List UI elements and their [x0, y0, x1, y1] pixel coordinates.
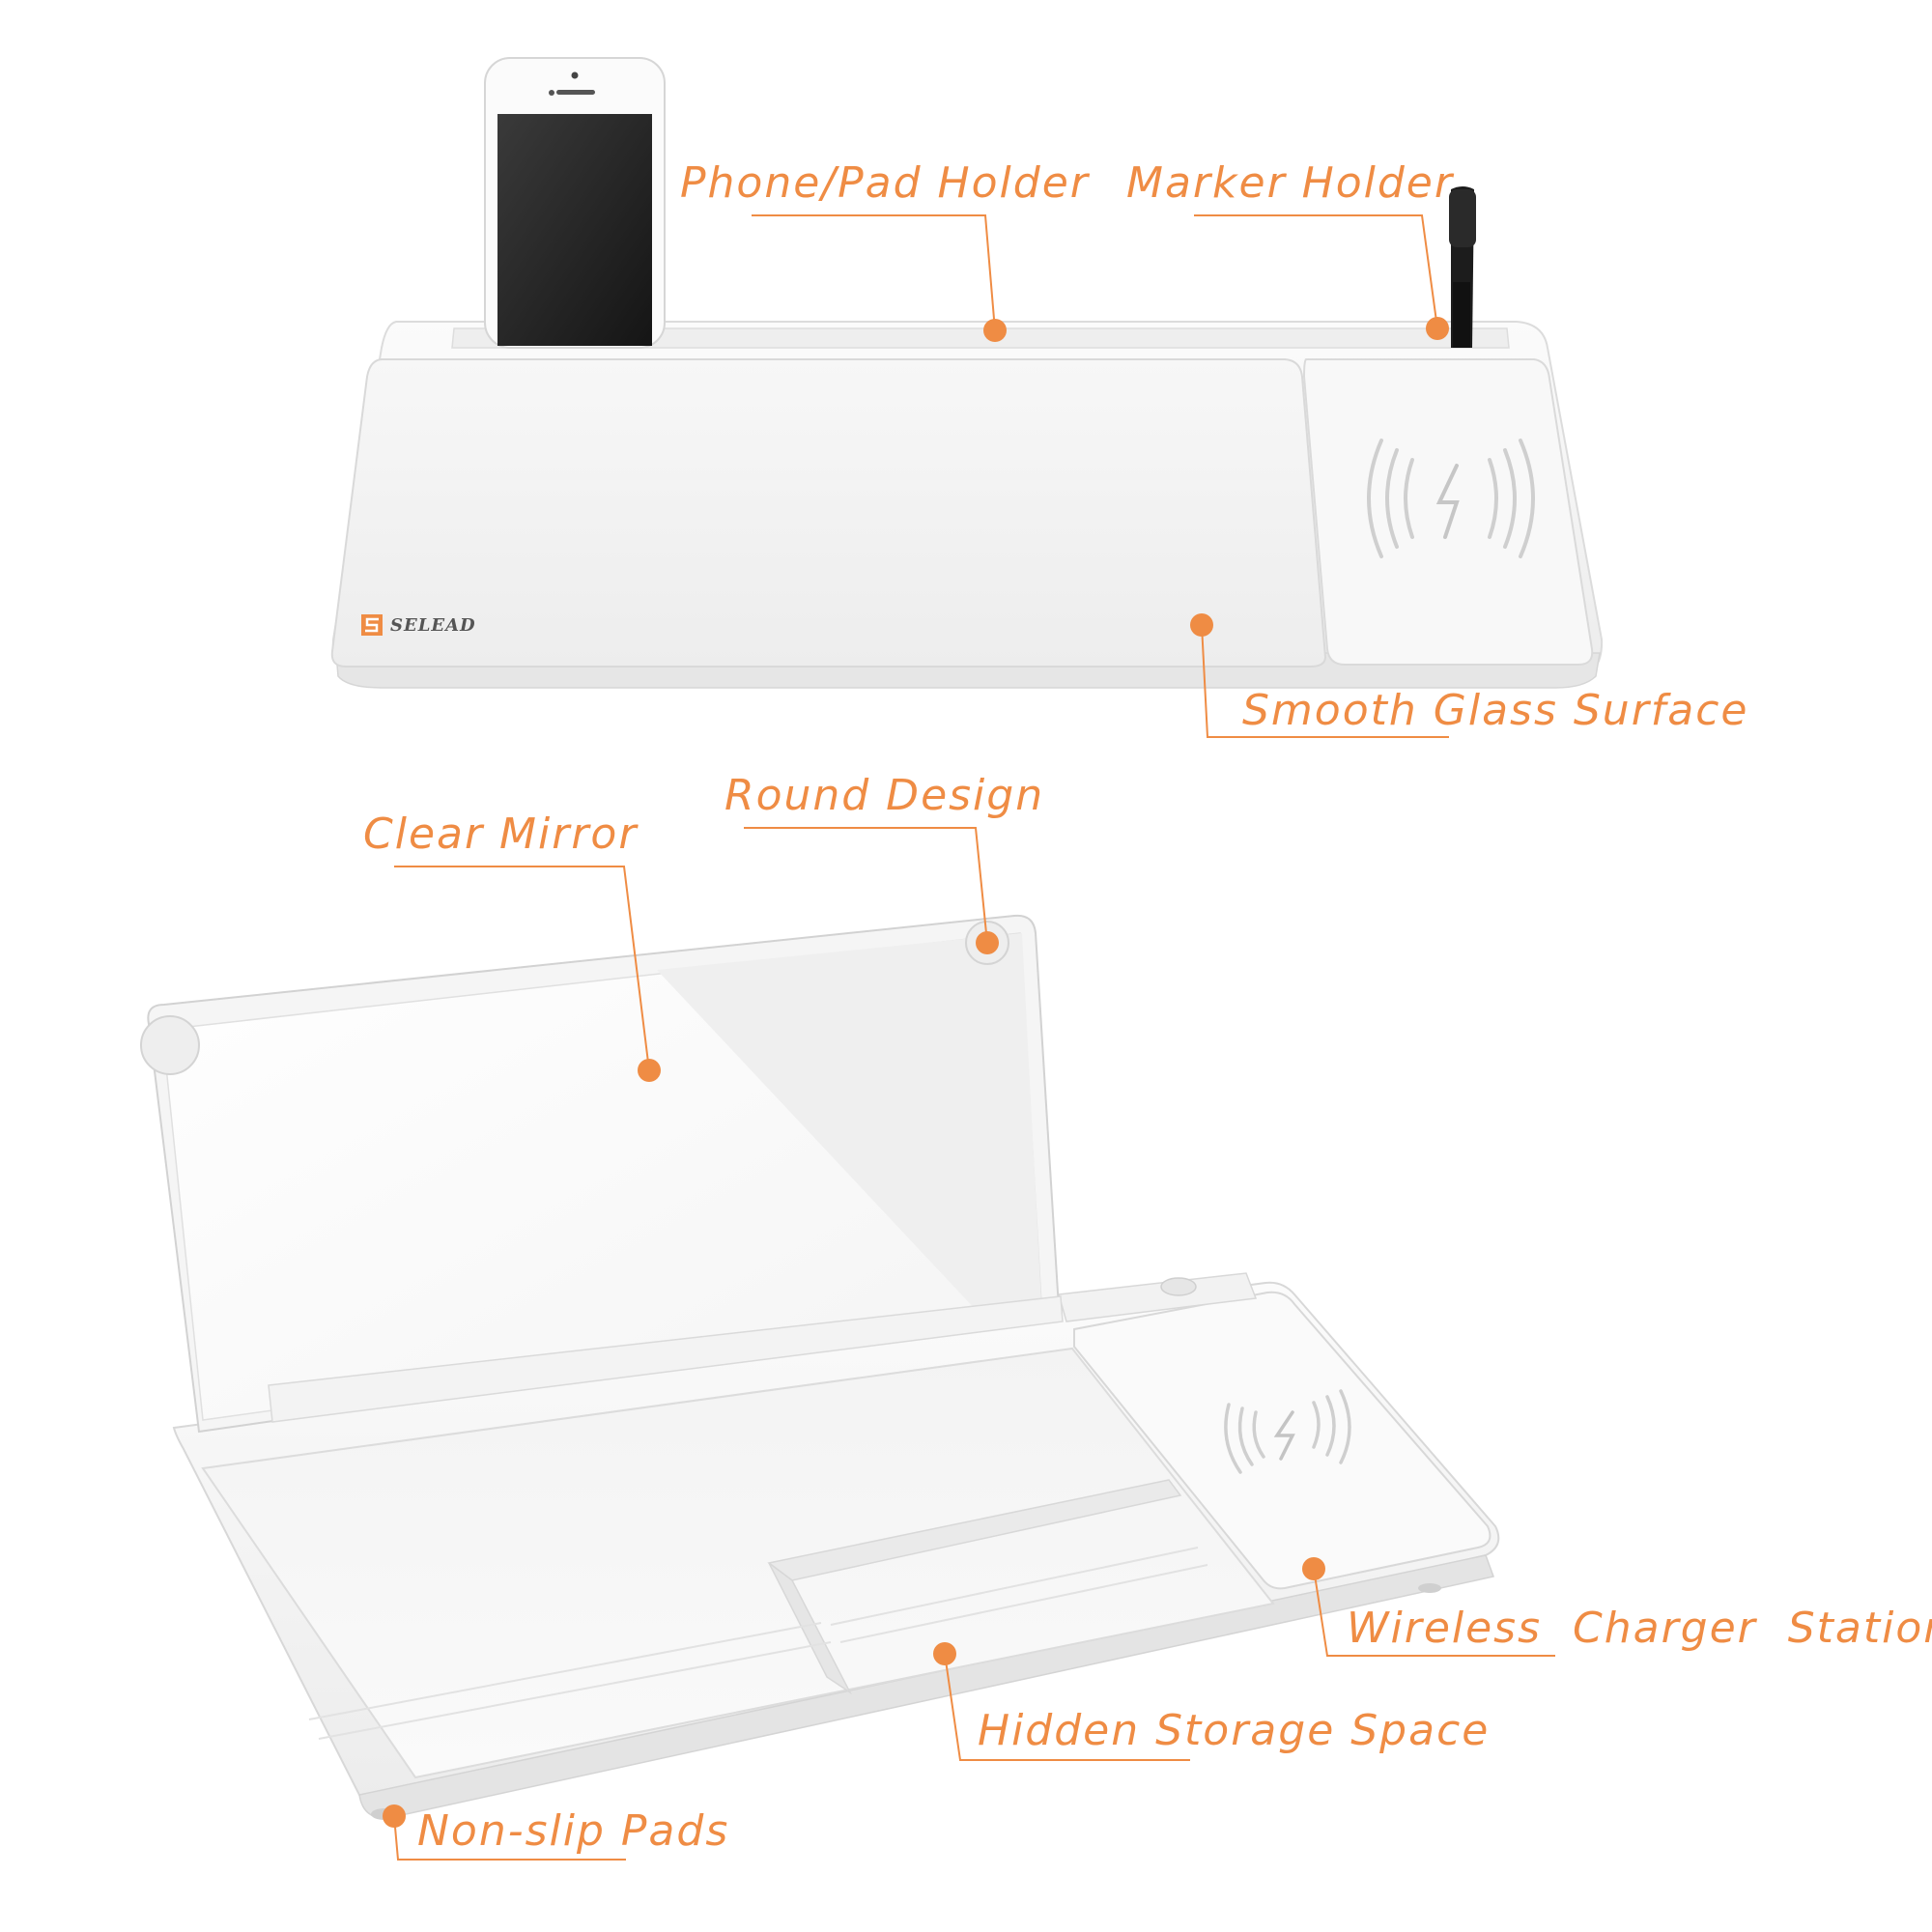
storage-ribs [308, 1547, 1208, 1740]
callout-dot-clear-mirror [638, 1059, 661, 1082]
callout-dot-wireless-charger [1302, 1557, 1325, 1580]
closed-desk-organizer [330, 57, 1604, 689]
mirror-reflection [657, 933, 1041, 1312]
storage-divider-vertical [768, 1562, 853, 1695]
label-phone-holder: Phone/Pad Holder [680, 158, 1090, 208]
label-wireless-charger: Wireless Charger Station [1347, 1604, 1932, 1653]
callout-lines [393, 214, 1555, 1861]
wireless-charging-icon [1367, 439, 1535, 558]
label-round-design: Round Design [724, 771, 1045, 820]
brand-name: SELEAD [390, 615, 476, 636]
wireless-charging-icon [1224, 1389, 1351, 1474]
callout-dot-non-slip-pads [383, 1804, 406, 1828]
callout-dot-round-design [976, 931, 999, 954]
label-non-slip-pads: Non-slip Pads [417, 1806, 730, 1856]
callout-dot-phone-holder [983, 319, 1007, 342]
phone-slot [451, 327, 1510, 349]
callout-dot-hidden-storage [933, 1642, 956, 1665]
open-desk-organizer [140, 914, 1500, 1820]
callout-dots [383, 317, 1449, 1828]
label-marker-holder: Marker Holder [1126, 158, 1454, 208]
charger-pad [1302, 358, 1594, 666]
glass-writing-surface [330, 358, 1327, 668]
selead-s-logo-icon [361, 614, 383, 636]
charger-pad-open [1073, 1291, 1492, 1590]
marker-pen-icon [1449, 186, 1476, 348]
round-corner-left [140, 1015, 200, 1075]
storage-cavity [201, 1347, 1275, 1779]
label-glass-surface: Smooth Glass Surface [1242, 686, 1749, 735]
mirror-hinge [268, 1295, 1064, 1423]
callout-dot-marker-holder [1426, 317, 1449, 340]
label-hidden-storage: Hidden Storage Space [978, 1706, 1491, 1755]
callout-dot-glass-surface [1190, 613, 1213, 637]
label-clear-mirror: Clear Mirror [363, 810, 639, 859]
non-slip-pad [1418, 1583, 1441, 1593]
smartphone-icon [484, 57, 666, 349]
